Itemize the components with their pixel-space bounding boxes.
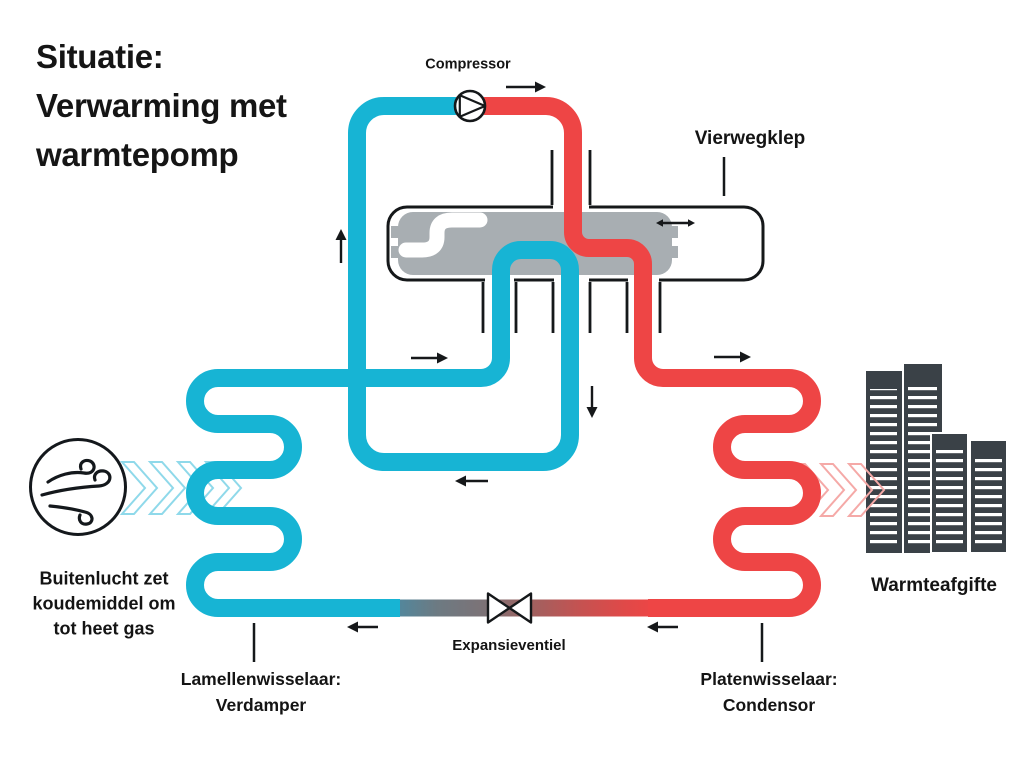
flow-arrow <box>347 621 378 633</box>
wind-icon <box>29 438 127 536</box>
evaporator-line: Verdamper <box>215 695 307 715</box>
flow-arrow <box>455 475 488 487</box>
valve-ports <box>481 150 662 333</box>
hot-pipe <box>484 97 821 617</box>
compressor-label: Compressor <box>425 56 511 73</box>
flow-arrow <box>647 621 678 633</box>
pointer-lines <box>252 157 764 662</box>
flow-arrow <box>714 351 751 363</box>
flow-arrows <box>335 81 751 633</box>
expansion-valve-icon <box>486 592 533 624</box>
condenser-label: Platenwisselaar: Condensor <box>700 666 837 718</box>
outside-air-line: Buitenlucht zet <box>39 568 169 589</box>
buildings-icon <box>866 364 1008 554</box>
outside-air-line: tot heet gas <box>53 618 155 639</box>
outside-air-label: Buitenlucht zet koudemiddel om tot heet … <box>32 567 175 642</box>
evaporator-line: Lamellenwisselaar: <box>180 669 342 689</box>
heat-output-label: Warmteafgifte <box>871 575 997 597</box>
outside-air-line: koudemiddel om <box>32 593 176 614</box>
flow-arrow <box>335 229 347 263</box>
page-title: Situatie: Verwarming met warmtepomp <box>36 32 287 179</box>
flow-arrow <box>586 386 598 418</box>
valve-idle-channel <box>398 212 488 258</box>
four-way-valve-label: Vierwegklep <box>694 128 806 150</box>
slider-direction-arrow <box>656 219 695 227</box>
flow-arrow <box>506 81 546 93</box>
cold-pipe <box>186 97 579 617</box>
compressor-icon <box>453 89 487 123</box>
title-line: Verwarming met <box>36 87 287 124</box>
evaporator-label: Lamellenwisselaar: Verdamper <box>181 666 342 718</box>
expansion-valve-label: Expansieventiel <box>452 637 566 655</box>
flow-arrow <box>411 352 448 364</box>
title-line: Situatie: <box>36 38 164 75</box>
condenser-line: Platenwisselaar: <box>700 669 838 689</box>
condenser-line: Condensor <box>722 695 816 715</box>
title-line: warmtepomp <box>36 136 239 173</box>
